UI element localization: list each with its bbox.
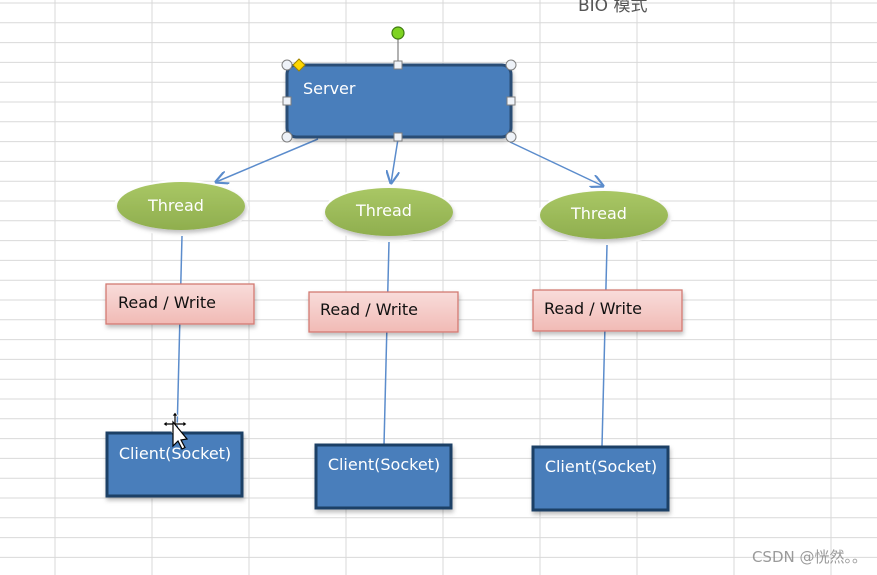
rw-node-1[interactable]: Read / Write [105,283,255,325]
rw-node-2[interactable]: Read / Write [308,291,459,333]
client-label-1: Client(Socket) [119,444,231,463]
rw-label-1: Read / Write [118,293,216,312]
move-cursor-icon [162,411,189,450]
thread-label-3: Thread [570,204,627,223]
thread-label-2: Thread [355,201,412,220]
resize-handle-tl[interactable] [281,59,293,71]
resize-handle-br[interactable] [505,131,517,143]
thread-client-line-2 [383,241,390,446]
resize-handle-tr[interactable] [505,59,517,71]
thread-node-3[interactable]: Thread [536,189,672,245]
server-label: Server [303,79,356,98]
server-thread-arrow-1 [216,138,319,182]
resize-handle-bl[interactable] [281,131,293,143]
server-thread-arrow-3 [509,141,603,186]
client-node-3[interactable]: Client(Socket) [531,445,670,512]
selection-handles[interactable] [281,26,517,143]
rw-node-3[interactable]: Read / Write [532,289,683,332]
resize-handle-right[interactable] [506,96,516,106]
client-label-3: Client(Socket) [545,457,657,476]
client-node-2[interactable]: Client(Socket) [314,443,453,510]
partial-title: BIO 模式 [578,0,648,16]
resize-handle-top[interactable] [393,60,403,70]
thread-client-line-3 [601,244,608,447]
client-label-2: Client(Socket) [328,455,440,474]
rw-label-3: Read / Write [544,299,642,318]
watermark-text: CSDN @恍然。。 [751,548,867,566]
resize-handle-left[interactable] [282,96,292,106]
adjust-handle[interactable] [292,58,306,72]
server-thread-arrow-2 [391,138,398,183]
thread-node-1[interactable]: Thread [113,180,249,236]
resize-handle-bottom[interactable] [393,132,403,142]
server-node[interactable]: Server [285,63,513,139]
thread-node-2[interactable]: Thread [321,186,457,242]
thread-label-1: Thread [147,196,204,215]
rotate-handle[interactable] [391,26,405,40]
rw-label-2: Read / Write [320,300,418,319]
thread-client-line-1 [176,235,183,435]
